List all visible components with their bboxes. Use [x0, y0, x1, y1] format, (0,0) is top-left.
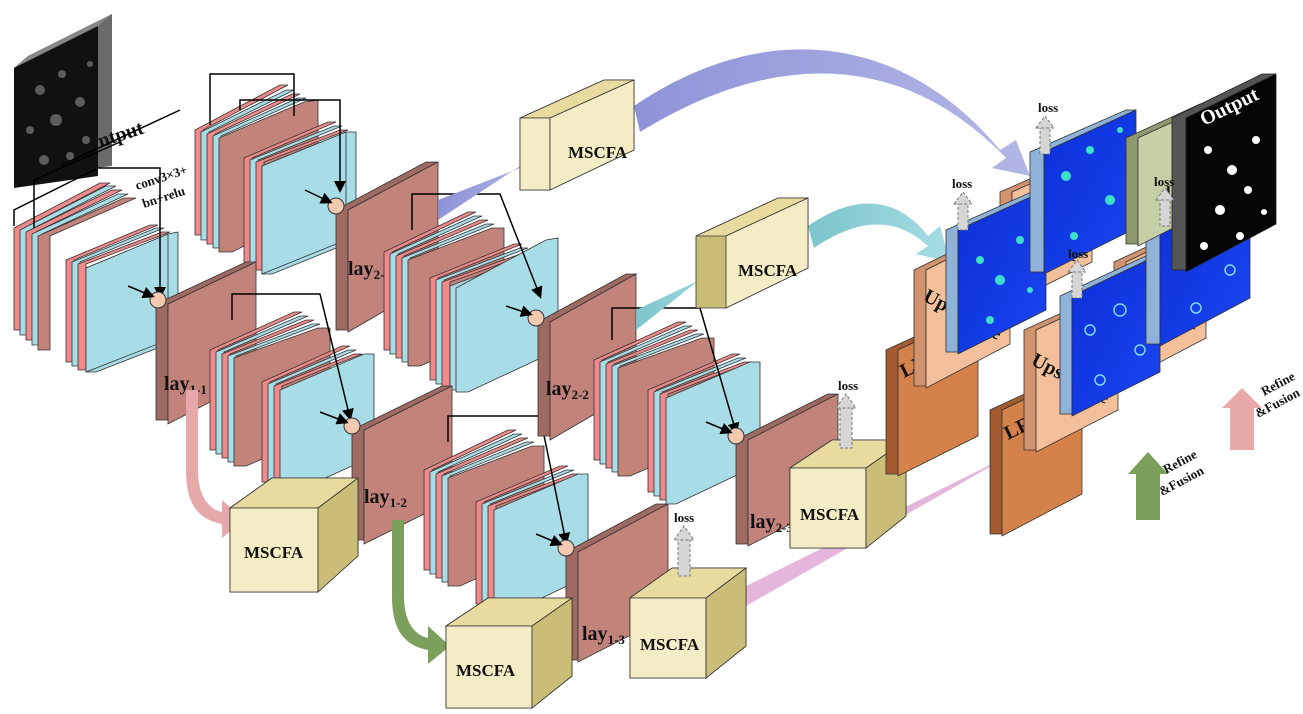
add-node-11: [150, 292, 166, 308]
loss-label-h1: loss: [952, 176, 972, 191]
add-node-23: [728, 428, 744, 444]
mscfa-label-right: MSCFA: [800, 505, 860, 524]
add-node-13: [558, 540, 574, 556]
arrow-blue-long: [634, 49, 1030, 176]
arrow-refine-pink: [1222, 388, 1262, 450]
loss-label-h3: loss: [1068, 246, 1088, 261]
add-node-21: [328, 198, 344, 214]
conv-stack-22: [594, 322, 760, 504]
mscfa-box-left: [230, 478, 358, 592]
conv-stack-12: [424, 430, 588, 616]
conv-stack-0: [14, 183, 178, 372]
arrow-teal-long: [808, 203, 950, 262]
conv-stack-top: [195, 85, 356, 274]
add-node-22: [528, 310, 544, 326]
mscfa-label-mid: MSCFA: [738, 261, 798, 280]
loss-label-13: loss: [674, 510, 694, 525]
loss-label-23: loss: [838, 378, 858, 393]
add-node-12: [344, 418, 360, 434]
mscfa-box-top: [520, 80, 634, 190]
mscfa-label-bottom-mid: MSCFA: [640, 635, 700, 654]
mscfa-label-left: MSCFA: [244, 543, 304, 562]
mscfa-box-mid: [696, 198, 808, 308]
mscfa-label-bottom-left: MSCFA: [456, 661, 516, 680]
mscfa-box-bottom-left: [446, 598, 572, 708]
conv-stack-11: [210, 312, 374, 494]
input-image: [14, 14, 112, 188]
mscfa-label-top: MSCFA: [568, 143, 628, 162]
loss-label-h2: loss: [1038, 100, 1058, 115]
loss-label-h4: loss: [1154, 174, 1174, 189]
